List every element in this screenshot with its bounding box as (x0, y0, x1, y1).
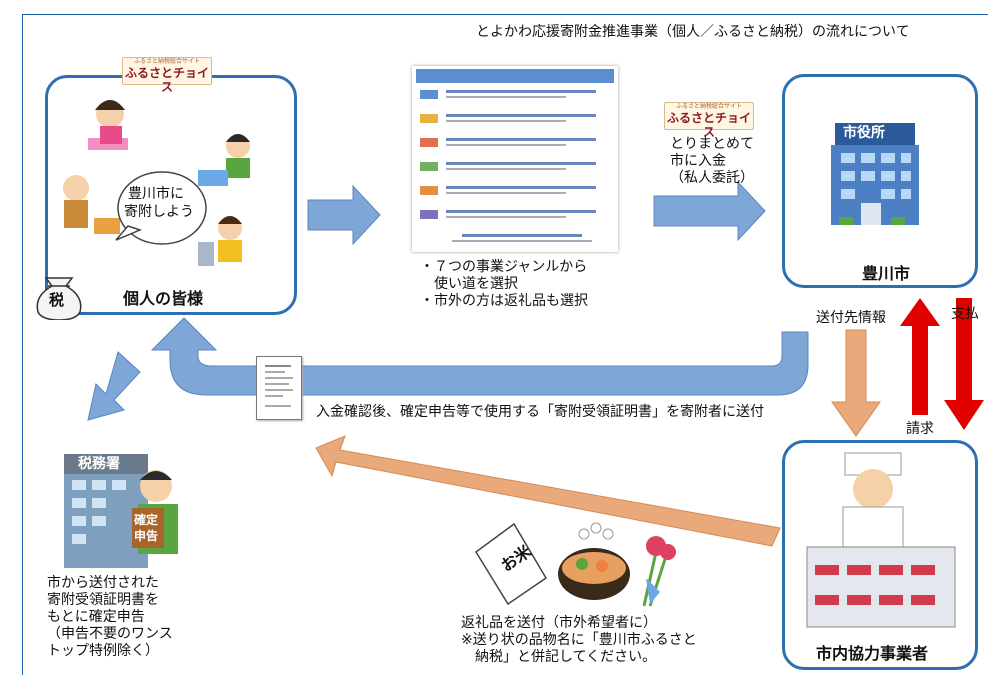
diagram-title: とよかわ応援寄附金推進事業（個人／ふるさと納税）の流れについて (476, 24, 910, 40)
tax-office-line-4: （申告不要のワンス (47, 626, 173, 642)
arrow-invoice (944, 298, 984, 430)
tax-office-sign: 税務署 (78, 456, 120, 472)
individual-box: 豊川市に 寄附しよう (45, 75, 297, 315)
payment-label: 支払 (951, 306, 979, 322)
gift-line-3: 納税」と併記してください。 (461, 649, 657, 665)
city-hall-sign: 市役所 (843, 125, 885, 141)
frame-top-border (22, 14, 988, 15)
genre-document (412, 66, 618, 252)
frame-left-border (22, 14, 23, 675)
ship-info-label: 送付先情報 (816, 310, 886, 326)
gift-line-1: 返礼品を送付（市外希望者に） (461, 615, 657, 631)
people-illustration (63, 100, 250, 266)
logo-small-text: ふるさと納税総合サイト (133, 58, 200, 65)
partner-label: 市内協力事業者 (816, 644, 929, 663)
genres-line-1: ・７つの事業ジャンルから (420, 259, 588, 275)
genre-doc-rows (420, 90, 596, 242)
speech-bubble-line-2: 寄附しよう (124, 204, 194, 220)
tax-office-line-1: 市から送付された (47, 575, 159, 591)
arrow-to-tax-office (87, 351, 141, 421)
arrow-to-genres (307, 184, 381, 246)
choice-logo-middle: ふるさと納税総合サイト ふるさとチョイス (664, 102, 754, 139)
city-label: 豊川市 (862, 264, 911, 283)
choice-logo-top: ふるさと納税総合サイト ふるさとチョイス (122, 57, 212, 94)
certificate-paper-icon (256, 356, 302, 420)
logo-main-text: ふるさとチョイス (124, 66, 209, 94)
arrow-to-city (653, 180, 766, 242)
invoice-label: 請求 (906, 421, 934, 437)
genre-doc-header (416, 69, 614, 83)
city-box: 市役所 (782, 74, 978, 288)
gift-line-2: ※送り状の品物名に「豊川市ふるさと (461, 632, 697, 648)
tax-office-line-3: もとに確定申告 (47, 609, 145, 625)
logo-small-text-2: ふるさと納税総合サイト (675, 103, 742, 110)
tax-office-line-2: 寄附受領証明書を (47, 592, 159, 608)
arrow-gift-shipping (315, 435, 781, 547)
certificate-description: 入金確認後、確定申告等で使用する「寄附受領証明書」を寄附者に送付 (316, 404, 764, 420)
partner-box (782, 440, 978, 670)
individual-label: 個人の皆様 (123, 289, 204, 308)
tax-bag-label: 税 (49, 291, 65, 309)
arrow-ship-info (831, 329, 881, 437)
collect-line-3: （私人委託） (670, 170, 754, 186)
butcher-illustration (806, 452, 956, 628)
speech-bubble-line-1: 豊川市に (128, 186, 184, 202)
tax-office-line-5: トップ特例除く） (47, 643, 159, 659)
tax-paper-line-1: 確定 (134, 513, 159, 527)
collect-line-1: とりまとめて (670, 136, 754, 152)
collect-line-2: 市に入金 (670, 153, 726, 169)
tax-paper-line-2: 申告 (134, 529, 159, 543)
genres-line-2: 使い道を選択 (420, 276, 518, 292)
arrow-certificate-return (150, 317, 809, 396)
tax-bag-icon: 税 (32, 268, 86, 320)
arrow-payment (900, 298, 940, 415)
city-hall-building-icon: 市役所 (821, 117, 929, 225)
tax-office-illustration: 税務署 確定 申告 (60, 450, 186, 570)
genres-line-3: ・市外の方は返礼品も選択 (420, 293, 588, 309)
gift-items-illustration: お米 (470, 512, 690, 612)
logo-main-text-2: ふるさとチョイス (666, 111, 751, 139)
